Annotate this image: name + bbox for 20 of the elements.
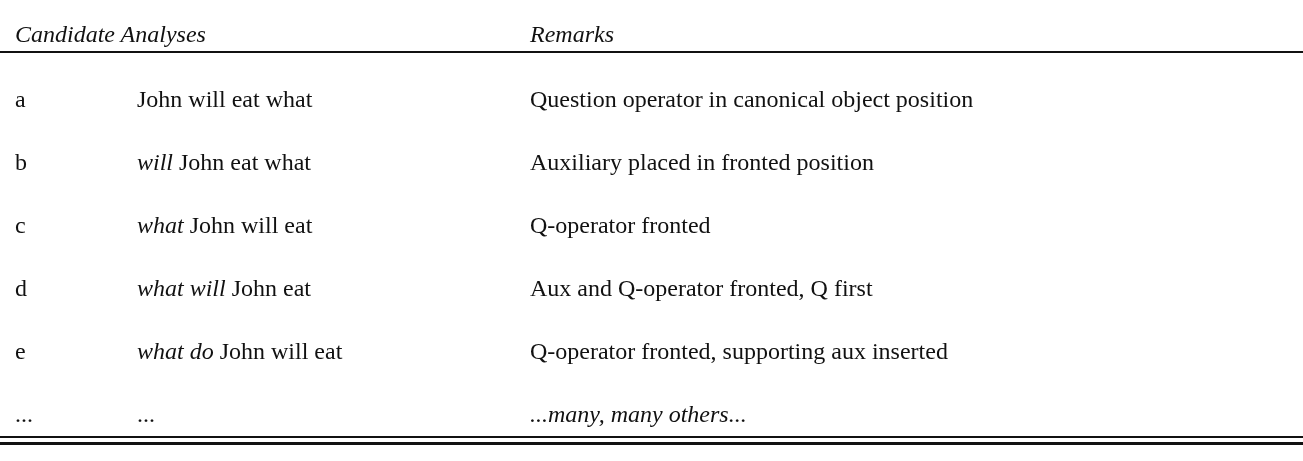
remark: ...many, many others... [530,400,747,428]
row-letter: d [15,274,27,302]
candidate-analysis: what John will eat [137,211,313,239]
column-header: Candidate Analyses [15,20,206,48]
remark: Q-operator fronted [530,211,711,239]
column-header: Remarks [530,20,614,48]
candidate-analysis: what do John will eat [137,337,343,365]
candidate-analysis: what will John eat [137,274,311,302]
remark: Question operator in canonical object position [530,85,974,113]
row-letter: c [15,211,26,239]
remark: Aux and Q-operator fronted, Q first [530,274,873,302]
candidate-analysis: will John eat what [137,148,311,176]
row-letter: b [15,148,27,176]
candidate-analysis: John will eat what [137,85,313,113]
row-letter: ... [15,400,33,428]
row-letter: a [15,85,26,113]
remark: Auxiliary placed in fronted position [530,148,874,176]
remark: Q-operator fronted, supporting aux inserted [530,337,948,365]
candidate-analysis: ... [137,400,155,428]
row-letter: e [15,337,26,365]
